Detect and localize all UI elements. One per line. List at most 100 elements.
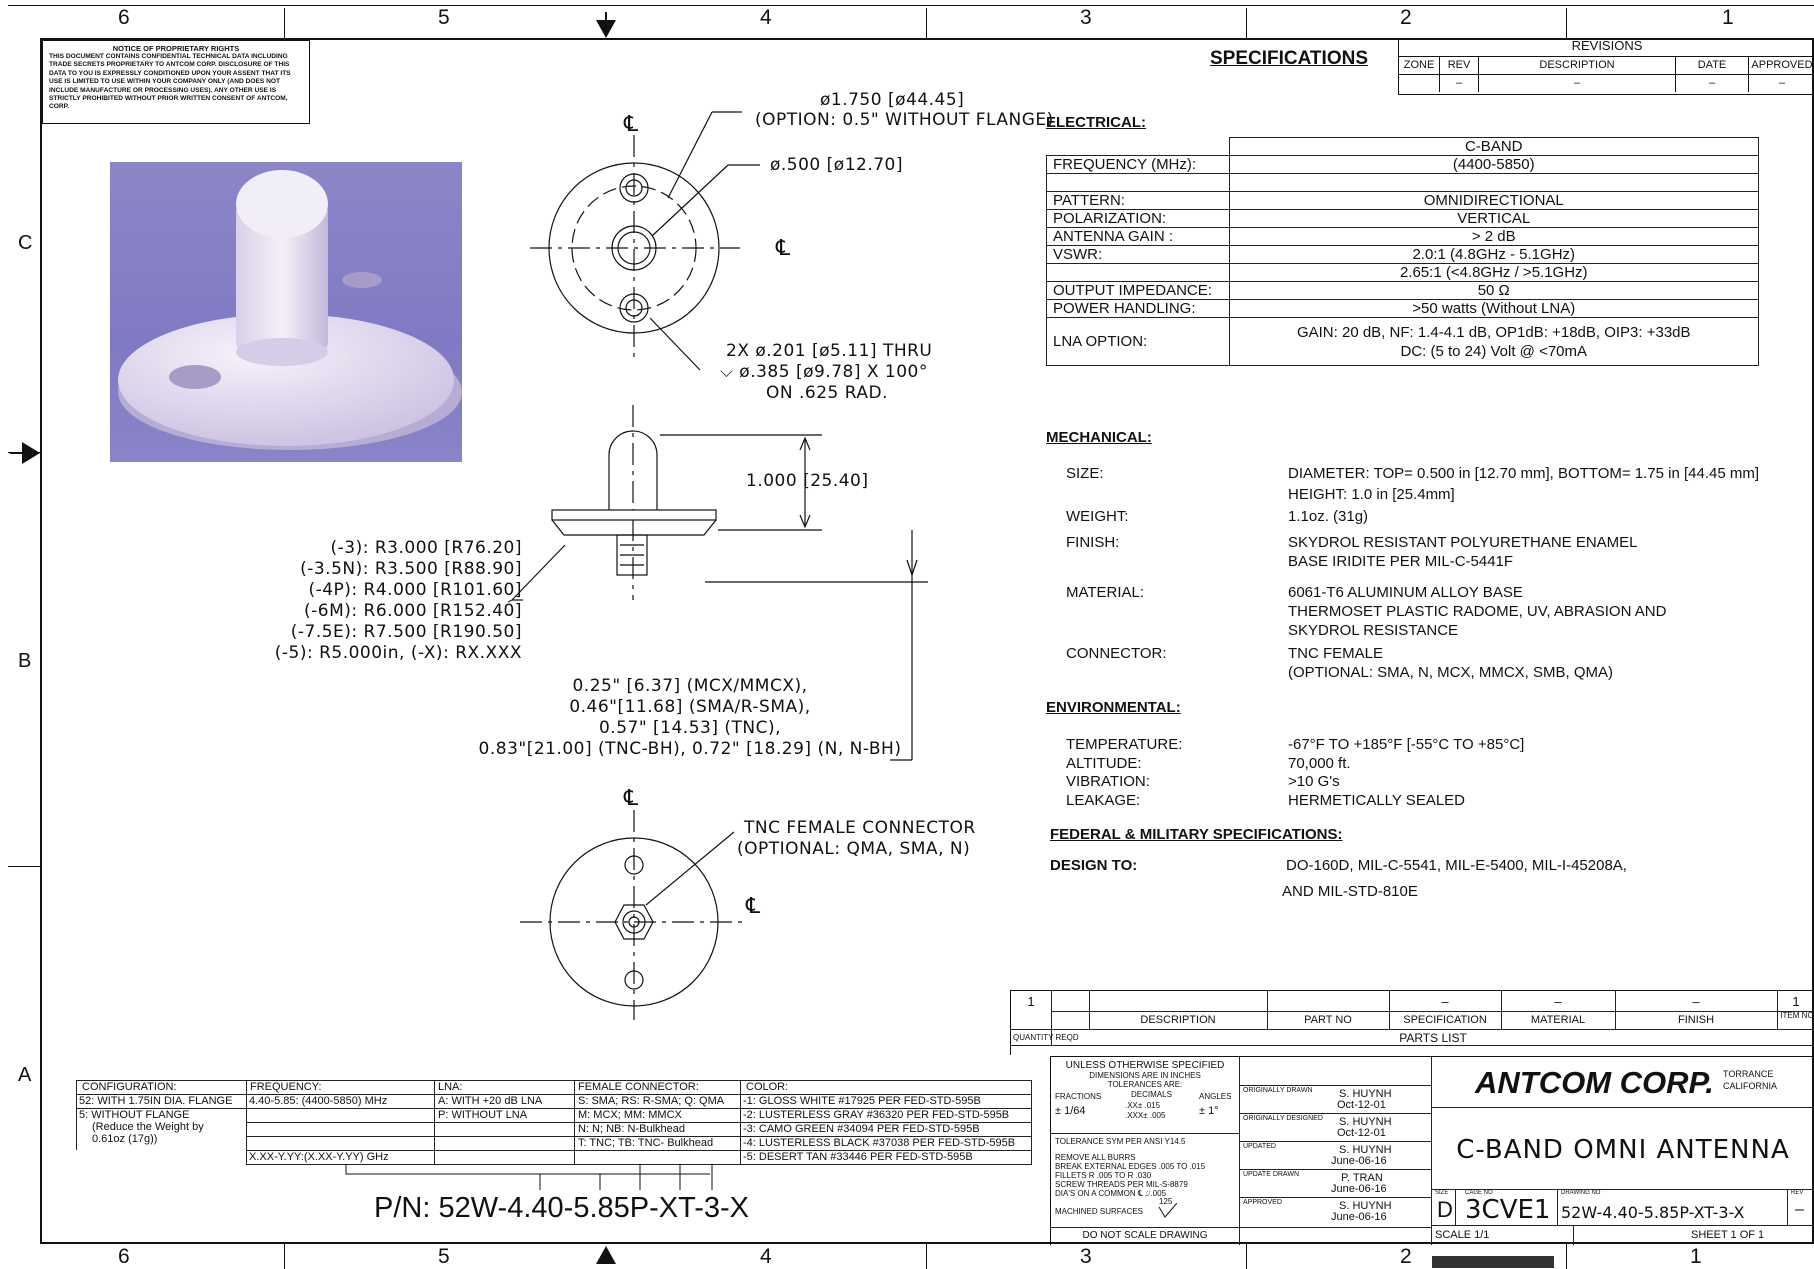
machining-note: FILLETS R .005 TO R .030: [1055, 1171, 1152, 1180]
zone-col-4-bottom: 4: [760, 1245, 772, 1268]
specifications-title: SPECIFICATIONS: [1210, 48, 1368, 69]
role-label: UPDATED: [1243, 1143, 1276, 1150]
divider: [1455, 1189, 1456, 1225]
company-state: CALIFORNIA: [1723, 1081, 1778, 1091]
machining-notes: REMOVE ALL BURRS BREAK EXTERNAL EDGES .0…: [1055, 1153, 1205, 1198]
divider: [1777, 991, 1778, 1029]
proprietary-title: NOTICE OF PROPRIETARY RIGHTS: [112, 44, 240, 53]
elec-label: VSWR:: [1046, 245, 1230, 264]
zone-row-b: B: [18, 650, 32, 672]
elec-label: PATTERN:: [1046, 191, 1230, 210]
elec-value: > 2 dB: [1228, 227, 1759, 246]
design-to-value-2: AND MIL-STD-810E: [1282, 883, 1418, 900]
divider: [1011, 1029, 1814, 1030]
role-label: ORIGINALLY DRAWN: [1243, 1087, 1313, 1094]
color-item: -5: DESERT TAN #33446 PER FED-STD-595B: [743, 1151, 973, 1163]
rev-header: APPROVED: [1748, 56, 1814, 75]
connector-value-1: TNC FEMALE: [1288, 645, 1384, 662]
divider: [1431, 1057, 1432, 1245]
material-value-2: THERMOSET PLASTIC RADOME, UV, ABRASION A…: [1288, 603, 1667, 620]
drawing-border: [40, 38, 1814, 1244]
design-to-label: DESIGN TO:: [1050, 857, 1138, 874]
tolerance-heading: UNLESS OTHERWISE SPECIFIED DIMENSIONS AR…: [1053, 1060, 1237, 1089]
zone-row-a: A: [18, 1064, 32, 1086]
role-label: UPDATE DRAWN: [1243, 1171, 1299, 1178]
tolerance-symbol-note: TOLERANCE SYM PER ANSI Y14.5: [1055, 1137, 1186, 1146]
elec-label: [1046, 263, 1230, 282]
radius-line: (-7.5E): R7.500 [R190.50]: [290, 622, 522, 642]
parts-header-material: MATERIAL: [1530, 1014, 1586, 1026]
connector-length-line: 0.46"[11.68] (SMA/R-SMA),: [569, 697, 811, 717]
config-item: 5: WITHOUT FLANGE: [79, 1109, 190, 1121]
center-arrow-top: [596, 12, 616, 38]
angles-label: ANGLES: [1199, 1092, 1232, 1101]
role-name: S. HUYNH: [1339, 1200, 1392, 1212]
role-date: Oct-12-01: [1337, 1099, 1386, 1111]
flange-radius-list: (-3): R3.000 [R76.20] (-3.5N): R3.500 [R…: [262, 538, 522, 664]
role-date: June-06-16: [1331, 1183, 1387, 1195]
zone-tick: [1566, 8, 1567, 38]
color-item: -2: LUSTERLESS GRAY #36320 PER FED-STD-5…: [743, 1109, 1010, 1121]
leakage-label: LEAKAGE:: [1066, 792, 1141, 809]
temperature-label: TEMPERATURE:: [1066, 736, 1183, 753]
center-arrow-left: [10, 442, 40, 464]
divider: [1431, 1189, 1814, 1190]
lna-value: GAIN: 20 dB, NF: 1.4-4.1 dB, OP1dB: +18d…: [1228, 317, 1759, 366]
revisions-table: ZONE REV DESCRIPTION DATE APPROVED – – –…: [1399, 56, 1814, 92]
divider: [1011, 1045, 1814, 1046]
lna-value-line: DC: (5 to 24) Volt @ <70mA: [1400, 342, 1588, 360]
decimals-label: DECIMALS: [1131, 1090, 1172, 1099]
radius-line: (-6M): R6.000 [R152.40]: [304, 601, 522, 621]
machining-note: BREAK EXTERNAL EDGES .005 TO .015: [1055, 1162, 1206, 1171]
lna-item: A: WITH +20 dB LNA: [438, 1095, 543, 1107]
bottom-view: [520, 810, 745, 1020]
drawing-number: 52W-4.40-5.85P-XT-3-X: [1561, 1203, 1745, 1222]
elec-label: OUTPUT IMPEDANCE:: [1046, 281, 1230, 300]
parts-spec: –: [1554, 994, 1562, 1009]
finish-label: FINISH:: [1066, 534, 1120, 551]
altitude-label: ALTITUDE:: [1066, 755, 1142, 772]
role-label: APPROVED: [1243, 1199, 1282, 1206]
fractions-label: FRACTIONS: [1055, 1092, 1102, 1101]
divider: [1051, 991, 1052, 1029]
height-dimension: 1.000 [25.40]: [746, 471, 869, 491]
zone-col-3: 3: [1080, 6, 1092, 29]
zone-tick: [1566, 1244, 1567, 1269]
color-item: -4: LUSTERLESS BLACK #37038 PER FED-STD-…: [743, 1137, 1016, 1149]
role-date: June-06-16: [1331, 1211, 1387, 1223]
centerline-mark: ℄: [624, 786, 639, 811]
connector-length-line: 0.83"[21.00] (TNC-BH), 0.72" [18.29] (N,…: [478, 739, 902, 759]
flange-option-note: (OPTION: 0.5" WITHOUT FLANGE): [755, 110, 1054, 130]
divider: [1239, 1113, 1431, 1114]
stamp-bar: [1432, 1256, 1554, 1268]
radome-diameter-note: ø.500 [ø12.70]: [770, 155, 903, 175]
lna-item: P: WITHOUT LNA: [438, 1109, 528, 1121]
flange-diameter-note: ø1.750 [ø44.45]: [820, 90, 965, 110]
zone-tick: [284, 8, 285, 38]
fractions-value: ± 1/64: [1055, 1105, 1086, 1117]
size-value: D: [1437, 1197, 1453, 1222]
vibration-label: VIBRATION:: [1066, 773, 1150, 790]
size-label: SIZE:: [1066, 465, 1104, 482]
color-item: -1: GLOSS WHITE #17925 PER FED-STD-595B: [743, 1095, 981, 1107]
zone-col-4: 4: [760, 6, 772, 29]
divider: [246, 1164, 1032, 1165]
temperature-value: -67°F TO +185°F [-55°C TO +85°C]: [1288, 736, 1525, 753]
divider: [246, 1150, 1032, 1151]
zone-col-2-bottom: 2: [1400, 1245, 1412, 1268]
divider: [1031, 1080, 1032, 1164]
divider: [1267, 991, 1268, 1029]
centerline-mark: ℄: [776, 236, 791, 261]
size-value-1: DIAMETER: TOP= 0.500 in [12.70 mm], BOTT…: [1288, 465, 1760, 482]
tolerance-line: UNLESS OTHERWISE SPECIFIED: [1065, 1060, 1225, 1071]
elec-value: 2.65:1 (<4.8GHz / >5.1GHz): [1228, 263, 1759, 282]
frequency-item: X.XX-Y.YY:(X.XX-Y.YY) GHz: [249, 1151, 389, 1163]
lna-label: LNA OPTION:: [1046, 317, 1230, 366]
mount-holes-note-2: ⌵ ø.385 [ø9.78] X 100°: [720, 362, 928, 382]
surface-finish-icon: [1158, 1203, 1178, 1218]
leakage-value: HERMETICALLY SEALED: [1288, 792, 1466, 809]
mount-holes-note-3: ON .625 RAD.: [766, 383, 889, 403]
config-item: (Reduce the Weight by: [92, 1121, 204, 1133]
divider: [1573, 1225, 1574, 1245]
pn-leaders: [345, 1164, 713, 1190]
